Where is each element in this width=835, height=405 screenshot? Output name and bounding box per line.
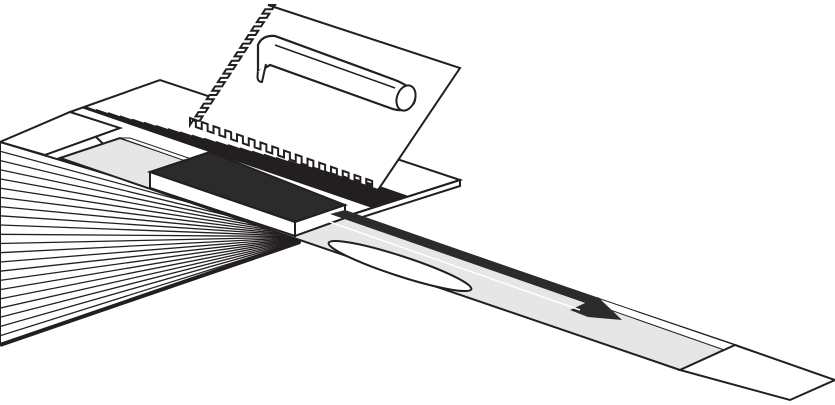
board-line (0, 237, 300, 272)
slot (327, 239, 473, 293)
tile-block-icon (146, 150, 348, 238)
groove-line (95, 108, 417, 221)
groove-line (71, 102, 393, 214)
board-line (0, 178, 300, 235)
board-line (0, 239, 300, 300)
board-line (0, 215, 300, 237)
groove-line (335, 172, 460, 228)
groove-line (347, 176, 460, 228)
board-line (0, 196, 300, 236)
left-board (0, 110, 301, 347)
board-line (0, 187, 300, 235)
groove-line (83, 105, 405, 218)
board-line (0, 237, 300, 263)
notched-trowel-icon (189, 4, 462, 192)
board-line (0, 238, 300, 282)
board-line (0, 224, 300, 237)
board-line (0, 236, 300, 254)
board-line (0, 239, 300, 309)
trowel-handle (256, 34, 417, 112)
direction-arrow-icon (329, 210, 622, 320)
groove-line (215, 140, 460, 228)
board-line (0, 240, 300, 328)
board-line (0, 205, 300, 236)
board-line (0, 236, 300, 245)
board-line (0, 233, 300, 238)
board-line (0, 239, 300, 318)
groove-line (203, 137, 460, 228)
groove-line (227, 144, 460, 228)
groove-line (107, 112, 429, 224)
board-line (0, 238, 300, 291)
